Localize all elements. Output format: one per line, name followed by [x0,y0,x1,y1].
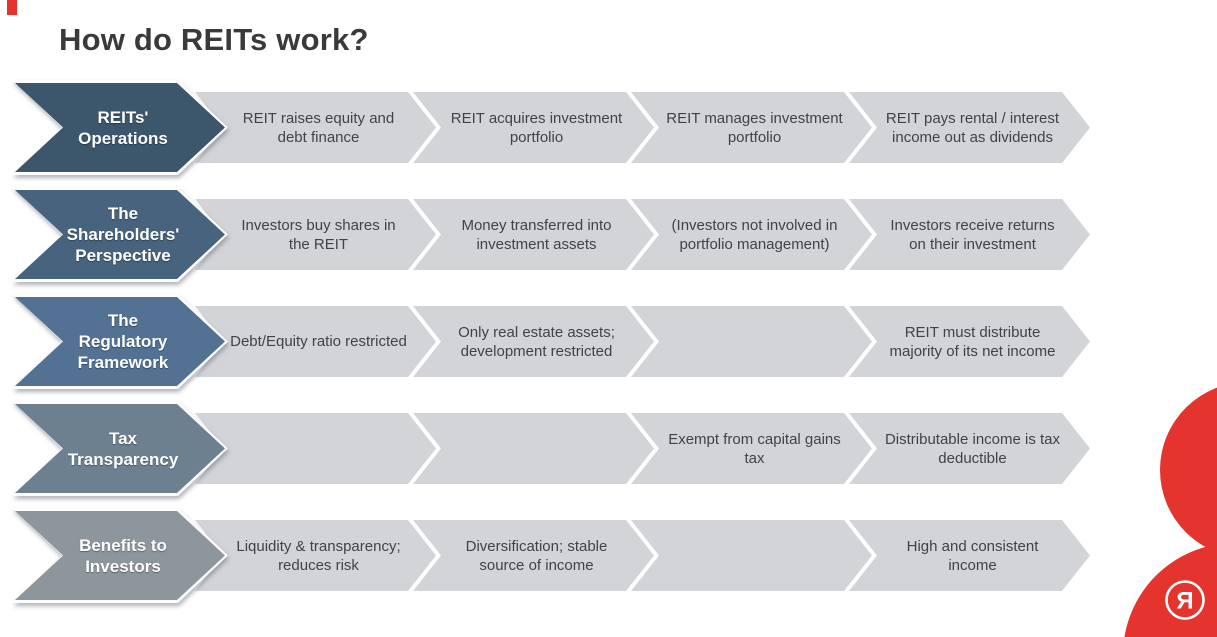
process-step: Money transferred into investment assets [413,199,654,270]
process-step: REIT manages investment portfolio [631,92,872,163]
process-step-text: (Investors not involved in portfolio man… [671,216,838,253]
process-step [413,413,654,484]
row-category-chevron: The Shareholders' Perspective [12,187,228,282]
process-step-text: REIT pays rental / interest income out a… [885,109,1060,146]
process-row-tax-transparency: Tax Transparency Exempt from capital gai… [12,401,1090,496]
row-category-chevron: Tax Transparency [12,401,228,496]
step-chevrons: Investors buy shares in the REIT Money t… [195,187,1090,282]
process-step: (Investors not involved in portfolio man… [631,199,872,270]
row-category-label: Benefits to Investors [79,535,167,576]
accent-corner-tab [7,0,17,15]
process-step-text: Investors receive returns on their inves… [890,216,1055,253]
brand-logo: Я [1124,387,1217,637]
process-row-reits-operations: REITs' Operations REIT raises equity and… [12,80,1090,175]
process-step [631,520,872,591]
process-step-text: REIT must distribute majority of its net… [889,323,1056,360]
process-row-shareholders-perspective: The Shareholders' Perspective Investors … [12,187,1090,282]
process-row-regulatory-framework: The Regulatory Framework Debt/Equity rat… [12,294,1090,389]
process-step: REIT must distribute majority of its net… [849,306,1090,377]
row-category-chevron: REITs' Operations [12,80,228,175]
process-step: Investors buy shares in the REIT [195,199,436,270]
process-step [631,306,872,377]
process-row-benefits-to-investors: Benefits to Investors Liquidity & transp… [12,508,1090,603]
row-category-label: The Shareholders' Perspective [66,204,180,265]
brand-blob-shape [1124,387,1217,637]
process-step: Distributable income is tax deductible [849,413,1090,484]
page-title: How do REITs work? [59,22,369,57]
row-category-chevron: The Regulatory Framework [12,294,228,389]
step-chevrons: Exempt from capital gains tax Distributa… [195,401,1090,496]
step-chevrons: Debt/Equity ratio restricted Only real e… [195,294,1090,389]
process-step: REIT pays rental / interest income out a… [849,92,1090,163]
process-step-text: Money transferred into investment assets [461,216,612,253]
process-step: REIT acquires investment portfolio [413,92,654,163]
process-step-text: High and consistent income [906,537,1039,574]
process-step: Only real estate assets; development res… [413,306,654,377]
row-category-label: The Regulatory Framework [77,311,169,372]
process-step: Diversification; stable source of income [413,520,654,591]
process-step: Investors receive returns on their inves… [849,199,1090,270]
process-step: Liquidity & transparency; reduces risk [195,520,436,591]
process-step-text: REIT raises equity and debt finance [242,109,395,146]
logo-ring-icon [1165,580,1205,620]
row-category-label: REITs' Operations [78,107,168,148]
process-step-text: REIT manages investment portfolio [666,109,843,146]
process-step-text: Only real estate assets; development res… [458,323,615,360]
process-step-text: Investors buy shares in the REIT [241,216,396,253]
process-step: REIT raises equity and debt finance [195,92,436,163]
process-diagram: REITs' Operations REIT raises equity and… [12,80,1090,615]
process-step-text: REIT acquires investment portfolio [450,109,623,146]
process-step [195,413,436,484]
row-category-chevron: Benefits to Investors [12,508,228,603]
process-step-text: Debt/Equity ratio restricted [230,333,407,350]
process-step: Debt/Equity ratio restricted [195,306,436,377]
process-step-text: Distributable income is tax deductible [884,430,1061,467]
step-chevrons: Liquidity & transparency; reduces risk D… [195,508,1090,603]
row-category-label: Tax Transparency [67,428,179,469]
process-step-text: Exempt from capital gains tax [668,430,841,467]
process-step: Exempt from capital gains tax [631,413,872,484]
logo-glyph-icon: Я [1176,588,1193,615]
step-chevrons: REIT raises equity and debt finance REIT… [195,80,1090,175]
process-step-text: Liquidity & transparency; reduces risk [236,537,401,574]
process-step: High and consistent income [849,520,1090,591]
process-step-text: Diversification; stable source of income [465,537,608,574]
